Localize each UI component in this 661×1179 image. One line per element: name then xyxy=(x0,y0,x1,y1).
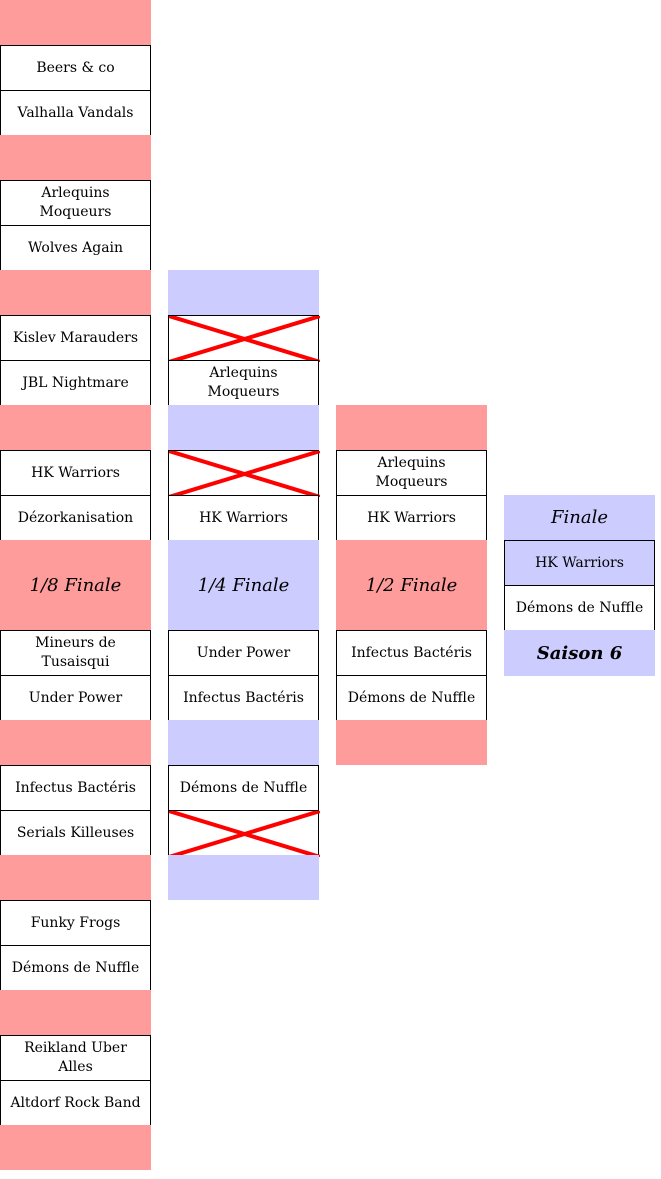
qf-match4-team1: Démons de Nuffle xyxy=(168,765,319,811)
r16-match1-team2: Valhalla Vandals xyxy=(0,90,151,136)
r16-match5-team1: Mineurs de Tusaisqui xyxy=(0,630,151,676)
r16-band xyxy=(0,855,151,900)
r16-band xyxy=(0,720,151,765)
r16-match1-team1: Beers & co xyxy=(0,45,151,91)
qf-band xyxy=(168,720,319,765)
r16-band xyxy=(0,990,151,1035)
strike-cross-icon xyxy=(169,316,320,362)
final-team2: Démons de Nuffle xyxy=(504,585,655,631)
r16-match3-team1: Kislev Marauders xyxy=(0,315,151,361)
sf-match1-team1: Arlequins Moqueurs xyxy=(336,450,487,496)
qf-band xyxy=(168,270,319,315)
r16-match8-team2: Altdorf Rock Band xyxy=(0,1080,151,1126)
r16-band xyxy=(0,405,151,450)
final-team1: HK Warriors xyxy=(504,540,655,586)
r16-match5-team2: Under Power xyxy=(0,675,151,721)
r16-match6-team2: Serials Killeuses xyxy=(0,810,151,856)
r16-band xyxy=(0,135,151,180)
r16-match4-team1: HK Warriors xyxy=(0,450,151,496)
r16-match7-team1: Funky Frogs xyxy=(0,900,151,946)
r16-match8-team1: Reikland Uber Alles xyxy=(0,1035,151,1081)
qf-match3-team2: Infectus Bactéris xyxy=(168,675,319,721)
r16-match7-team2: Démons de Nuffle xyxy=(0,945,151,991)
r16-band xyxy=(0,270,151,315)
qf-match1-team2: Arlequins Moqueurs xyxy=(168,360,319,406)
r16-band xyxy=(0,0,151,45)
qf-match4-team2-struck xyxy=(168,810,320,857)
qf-match2-team2: HK Warriors xyxy=(168,495,319,541)
r16-match3-team2: JBL Nightmare xyxy=(0,360,151,406)
qf-band xyxy=(168,405,319,450)
r16-match4-team2: Dézorkanisation xyxy=(0,495,151,541)
strike-cross-icon xyxy=(169,451,320,497)
sf-match2-team1: Infectus Bactéris xyxy=(336,630,487,676)
season-label: Saison 6 xyxy=(504,630,655,676)
r16-band xyxy=(0,1125,151,1170)
qf-round-label: 1/4 Finale xyxy=(168,540,319,630)
sf-round-label: 1/2 Finale xyxy=(336,540,487,630)
sf-band xyxy=(336,720,487,765)
r16-round-label: 1/8 Finale xyxy=(0,540,151,630)
r16-match2-team2: Wolves Again xyxy=(0,225,151,271)
r16-match6-team1: Infectus Bactéris xyxy=(0,765,151,811)
qf-match2-team1-struck xyxy=(168,450,320,497)
r16-match2-team1: Arlequins Moqueurs xyxy=(0,180,151,226)
sf-band xyxy=(336,405,487,450)
sf-match1-team2: HK Warriors xyxy=(336,495,487,541)
final-round-label: Finale xyxy=(504,495,655,540)
qf-band xyxy=(168,855,319,900)
qf-match3-team1: Under Power xyxy=(168,630,319,676)
qf-match1-team1-struck xyxy=(168,315,320,362)
sf-match2-team2: Démons de Nuffle xyxy=(336,675,487,721)
strike-cross-icon xyxy=(169,811,320,857)
